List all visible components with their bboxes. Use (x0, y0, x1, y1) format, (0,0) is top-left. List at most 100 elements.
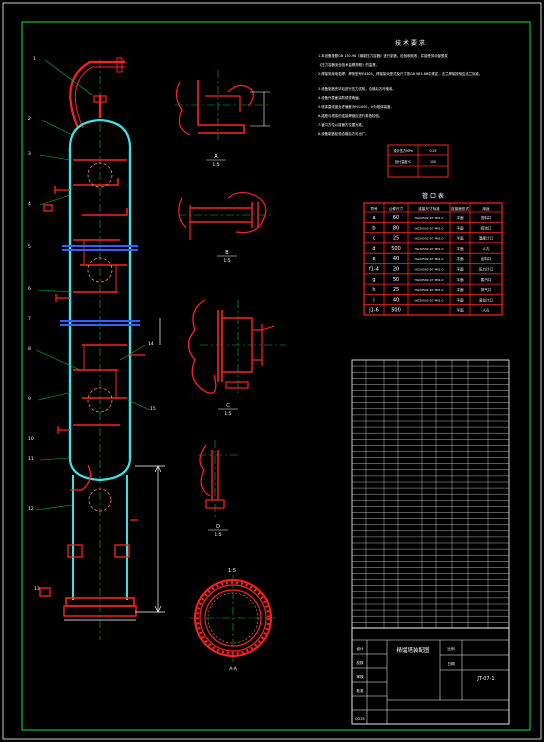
nozzle-cell-use: 人孔 (482, 308, 490, 313)
detail-b-scale: 1:5 (223, 258, 230, 264)
nozzle-cell-std: HG20592-97 PN1.0 (415, 268, 444, 272)
nozzle-cell-std: HG20592-97 PN1.0 (415, 257, 444, 261)
tech-line: 6.裙座与塔体的连接焊缝应进行着色检验。 (318, 113, 382, 118)
tech-line: 3.设备制造完毕后进行压力试验，合格后方可使用。 (318, 86, 396, 91)
detail-view-c: C 1:5 (187, 299, 285, 417)
nozzle-cell-dn: 40 (393, 297, 399, 303)
detail-view-a: A 1:5 (175, 70, 270, 168)
nozzle-header: 符号 (370, 206, 378, 211)
svg-text:5: 5 (28, 244, 31, 250)
nozzle-cell-std: HG20592-97 PN1.0 (415, 226, 444, 230)
nozzle-cell-face: 平面 (456, 308, 464, 313)
svg-text:12: 12 (28, 506, 34, 512)
title-cell: Q235 (355, 717, 365, 721)
detail-a-scale: 1:5 (212, 162, 219, 168)
detail-a-name: A (214, 154, 218, 160)
drawing-no: JT-07-1 (476, 676, 494, 682)
design-key: 设计压力MPa (393, 148, 412, 153)
nozzle-cell-use: 温度计口 (479, 236, 494, 241)
design-data-table: 设计压力MPa 0.25 设计温度℃ 100 (387, 144, 449, 178)
tech-requirements-lines: 1.本设备按照GB 150-98《钢制压力容器》进行制造、检验和验收，并接受劳动… (318, 53, 482, 136)
nozzle-cell-use: 压力计口 (479, 267, 494, 272)
detail-d-name: D (216, 524, 220, 530)
nozzle-cell-dn: 80 (393, 225, 399, 231)
svg-text:7: 7 (28, 316, 31, 322)
nozzle-cell-face: 平面 (456, 287, 464, 292)
nozzle-cell-dn: 50 (393, 277, 399, 283)
nozzle-cell-use: 人孔 (482, 246, 490, 251)
nozzle-cell-sym: d (372, 246, 375, 252)
title-cell: 日期 (447, 661, 455, 666)
title-cell: 校核 (356, 660, 364, 665)
nozzle-cell-use: 排气口 (481, 287, 492, 292)
title-cell: 审核 (356, 674, 364, 679)
tech-requirements-title: 技 术 要 求 (395, 39, 425, 47)
nozzle-cell-dn: 40 (393, 256, 399, 262)
nozzle-header: 连接面形式 (451, 206, 469, 211)
nozzle-cell-std: HG20592-97 PN1.0 (415, 298, 444, 302)
svg-text:3: 3 (28, 151, 31, 157)
nozzle-cell-face: 平面 (456, 236, 464, 241)
detail-b-name: B (225, 250, 229, 256)
svg-text:15: 15 (150, 406, 156, 412)
nozzle-cell-std: HG20592-97 PN1.0 (415, 288, 444, 292)
inner-frame (21, 21, 531, 731)
tech-line: 《压力容器安全技术监察规程》的监督。 (318, 62, 379, 67)
nozzle-cell-sym: e (372, 256, 375, 262)
nozzle-cell-sym: a (372, 215, 375, 221)
nozzle-cell-face: 平面 (456, 297, 464, 302)
tech-line: 7.管口方位以接管方位图为准。 (318, 122, 365, 127)
nozzle-cell-face: 平面 (456, 267, 464, 272)
nozzle-cell-face: 平面 (456, 256, 464, 261)
nozzle-cell-sym: g (372, 277, 375, 283)
nozzle-cell-std: HG20592-97 PN1.0 (415, 237, 444, 241)
nozzle-cell-use: 回流口 (481, 225, 492, 230)
nozzle-cell-std: HG20592-97 PN1.0 (415, 278, 444, 282)
tech-line: 8.设备制造检验合格后方可出厂。 (318, 131, 369, 136)
drawing-name: 精馏塔装配图 (396, 646, 430, 654)
detail-view-b: B 1:5 (178, 191, 272, 264)
section-bottom-label: A-A (229, 666, 238, 672)
section-view-aa: 1:5 A-A (190, 568, 276, 672)
nozzle-cell-std: HG20592-97 PN1.0 (415, 216, 444, 220)
design-key: 设计温度℃ (395, 159, 412, 164)
nozzle-cell-sym: h (372, 287, 375, 293)
design-value: 0.25 (429, 149, 436, 153)
svg-text:13: 13 (34, 586, 40, 592)
tech-line: 5.塔体直线度允许偏差为H/1000，H为塔体高度。 (318, 104, 394, 109)
svg-text:9: 9 (28, 396, 31, 402)
nozzle-header: 公称尺寸 (389, 206, 404, 211)
section-top-label: 1:5 (228, 568, 236, 574)
nozzle-cell-dn: 25 (393, 236, 399, 242)
tech-requirements: 技 术 要 求 1.本设备按照GB 150-98《钢制压力容器》进行制造、检验和… (318, 39, 482, 178)
svg-text:6: 6 (28, 286, 31, 292)
title-cell: 设计 (356, 646, 364, 651)
tech-line: 2.焊接采用电弧焊，焊条型号E4303，焊接接头型式及尺寸按GB 985-88中… (318, 71, 482, 76)
svg-text:14: 14 (148, 341, 154, 347)
nozzle-cell-face: 平面 (456, 277, 464, 282)
svg-text:2: 2 (28, 116, 31, 122)
nozzle-cell-dn: 60 (393, 215, 399, 221)
svg-text:10: 10 (28, 436, 34, 442)
nozzle-header: 用途 (482, 206, 490, 211)
nozzle-cell-dn: 500 (391, 246, 401, 252)
nozzle-header: 连接尺寸标准 (418, 206, 440, 211)
svg-text:8: 8 (28, 346, 31, 352)
nozzle-cell-use: 出料口 (481, 256, 492, 261)
nozzle-cell-face: 平面 (456, 225, 464, 230)
detail-d-scale: 1:5 (214, 532, 221, 538)
title-cell: 比例 (447, 646, 455, 651)
tech-line: 1.本设备按照GB 150-98《钢制压力容器》进行制造、检验和验收，并接受劳动… (318, 53, 448, 58)
detail-c-scale: 1:5 (224, 411, 231, 417)
nozzle-cell-sym: i (373, 297, 374, 303)
nozzle-cell-face: 平面 (456, 215, 464, 220)
svg-text:1: 1 (33, 56, 36, 62)
nozzle-cell-use: 进料口 (481, 215, 492, 220)
nozzle-cell-use: 液位计口 (479, 297, 494, 302)
nozzle-cell-dn: 500 (391, 308, 401, 314)
